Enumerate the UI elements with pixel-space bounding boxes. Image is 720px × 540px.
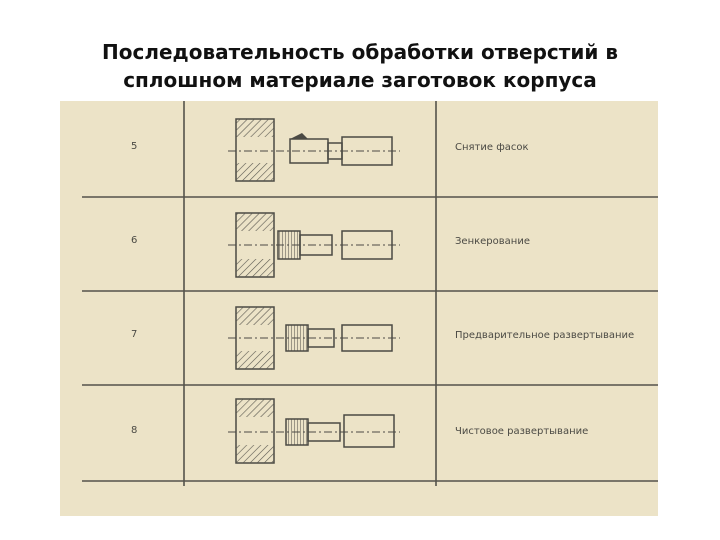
scanned-table: 5 Снятие фасок 6 Зенкерование 7 Предвари…	[60, 101, 658, 516]
table-drawing	[82, 101, 658, 486]
operation-label: Предварительное развертывание	[455, 330, 635, 341]
slide-title: Последовательность обработки отверстий в…	[40, 38, 680, 94]
sketch-countersinking	[228, 212, 400, 278]
slide-title-line-2: сплошном материале заготовок корпуса	[123, 68, 597, 92]
sketch-chamfer	[228, 118, 400, 182]
step-number: 8	[131, 425, 138, 436]
step-number: 7	[131, 329, 138, 340]
table-grid	[82, 101, 658, 486]
slide-title-line-1: Последовательность обработки отверстий в	[102, 40, 618, 64]
sketch-finish-reaming	[228, 398, 400, 464]
step-number: 6	[131, 235, 138, 246]
sketch-preliminary-reaming	[228, 306, 400, 370]
operation-label: Снятие фасок	[455, 142, 529, 153]
operation-label: Зенкерование	[455, 236, 530, 247]
operation-label: Чистовое развертывание	[455, 426, 589, 437]
step-number: 5	[131, 141, 138, 152]
